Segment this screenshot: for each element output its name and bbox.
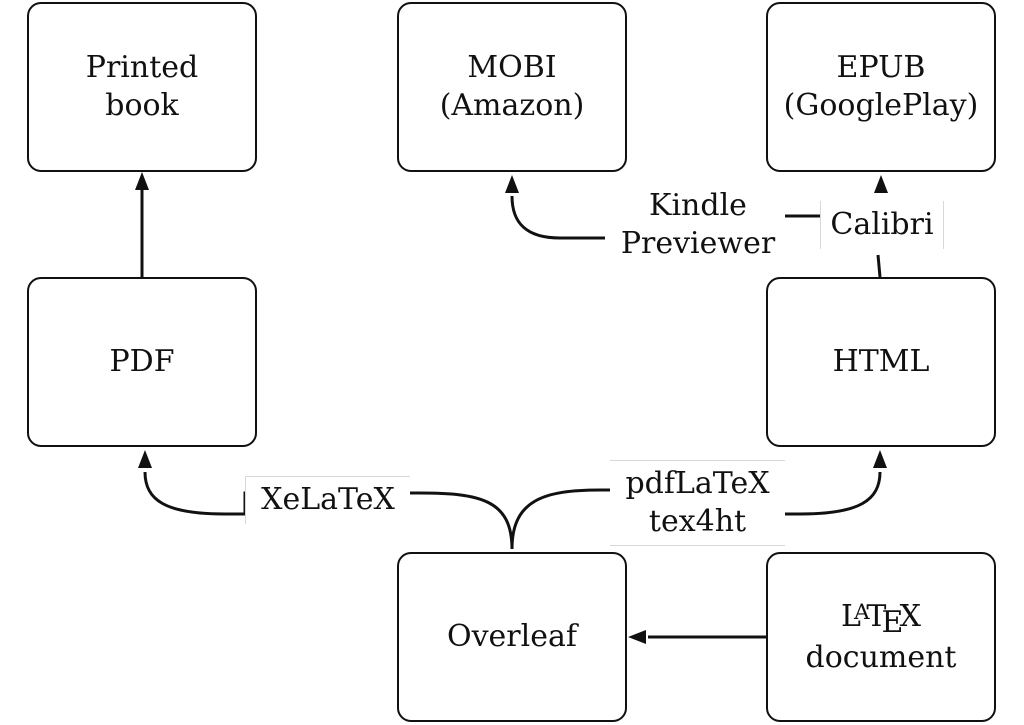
arrowhead-overleaf: [628, 630, 646, 644]
edge-overleaf-to-html: [510, 471, 882, 550]
node-printed-book-line1: Printed: [85, 50, 199, 85]
node-html: HTML: [766, 277, 996, 447]
node-printed-book-line2: book: [105, 88, 179, 123]
latex-logo: LATEX: [841, 598, 921, 641]
edge-label-kindle: Kindle: [649, 188, 747, 223]
node-epub: EPUB (GooglePlay): [766, 2, 996, 172]
edge-label-calibri-text: Calibri: [830, 207, 934, 242]
edge-label-previewer: Previewer: [620, 226, 776, 261]
node-mobi-line1: MOBI: [467, 50, 557, 85]
node-overleaf-label: Overleaf: [447, 619, 577, 654]
edge-label-pdflatex-tex4ht: pdfLaTeX tex4ht: [610, 460, 785, 546]
node-printed-book: Printed book: [27, 2, 257, 172]
arrowhead-pdf: [138, 450, 152, 468]
edge-label-tex4ht: tex4ht: [648, 504, 747, 539]
arrowhead-html: [873, 450, 887, 468]
node-epub-line2: (GooglePlay): [783, 88, 979, 123]
arrowhead-mobi: [505, 175, 519, 193]
node-pdf-label: PDF: [109, 344, 175, 379]
edge-label-calibri: Calibri: [820, 201, 944, 249]
node-pdf: PDF: [27, 277, 257, 447]
edge-label-xelatex: XeLaTeX: [245, 476, 410, 524]
arrowhead-printed-book: [135, 172, 149, 190]
node-overleaf: Overleaf: [397, 552, 627, 722]
edge-label-kindle-previewer: Kindle Previewer: [612, 187, 784, 267]
edge-label-xelatex-text: XeLaTeX: [261, 482, 395, 517]
node-mobi-line2: (Amazon): [439, 88, 585, 123]
node-epub-line1: EPUB: [836, 50, 926, 85]
node-latex-document-line2: document: [805, 639, 957, 675]
edge-label-pdflatex: pdfLaTeX: [625, 466, 770, 501]
edge-html-to-mobi: [510, 195, 882, 278]
node-mobi: MOBI (Amazon): [397, 2, 627, 172]
node-latex-document: LATEX document: [766, 552, 996, 722]
arrowhead-epub: [874, 175, 888, 193]
node-html-label: HTML: [832, 344, 930, 379]
